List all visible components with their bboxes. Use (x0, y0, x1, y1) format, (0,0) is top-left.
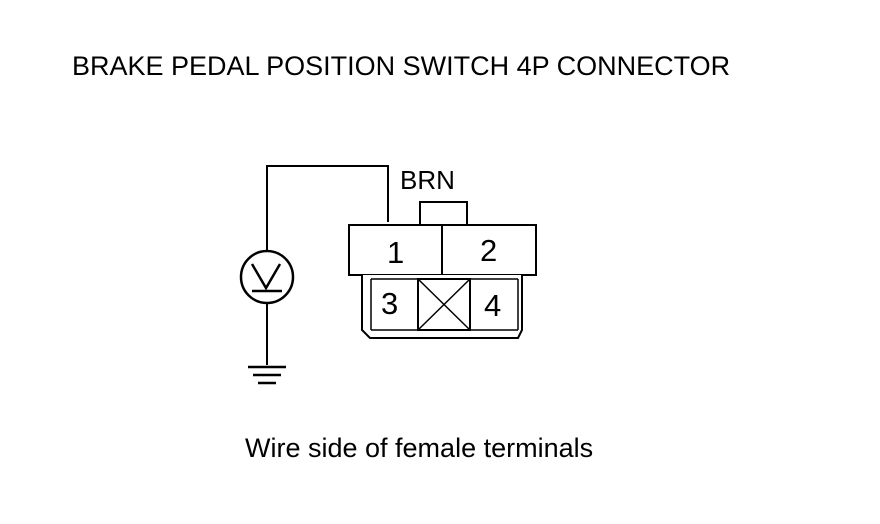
empty-cavity-icon (417, 278, 471, 331)
voltmeter-icon (239, 249, 295, 305)
diagram-caption: Wire side of female terminals (245, 433, 593, 463)
wire-color-label: BRN (400, 165, 455, 195)
pin-4-label: 4 (484, 288, 501, 323)
diagram-title: BRAKE PEDAL POSITION SWITCH 4P CONNECTOR (72, 51, 730, 81)
pin-1-label: 1 (387, 235, 404, 270)
pin-2-label: 2 (480, 233, 497, 268)
ground-icon (248, 365, 286, 385)
pin-3-label: 3 (381, 286, 398, 321)
probe-wire (266, 165, 389, 252)
connector-lock-tab (419, 201, 468, 226)
connector: 1 2 3 4 (348, 201, 537, 339)
